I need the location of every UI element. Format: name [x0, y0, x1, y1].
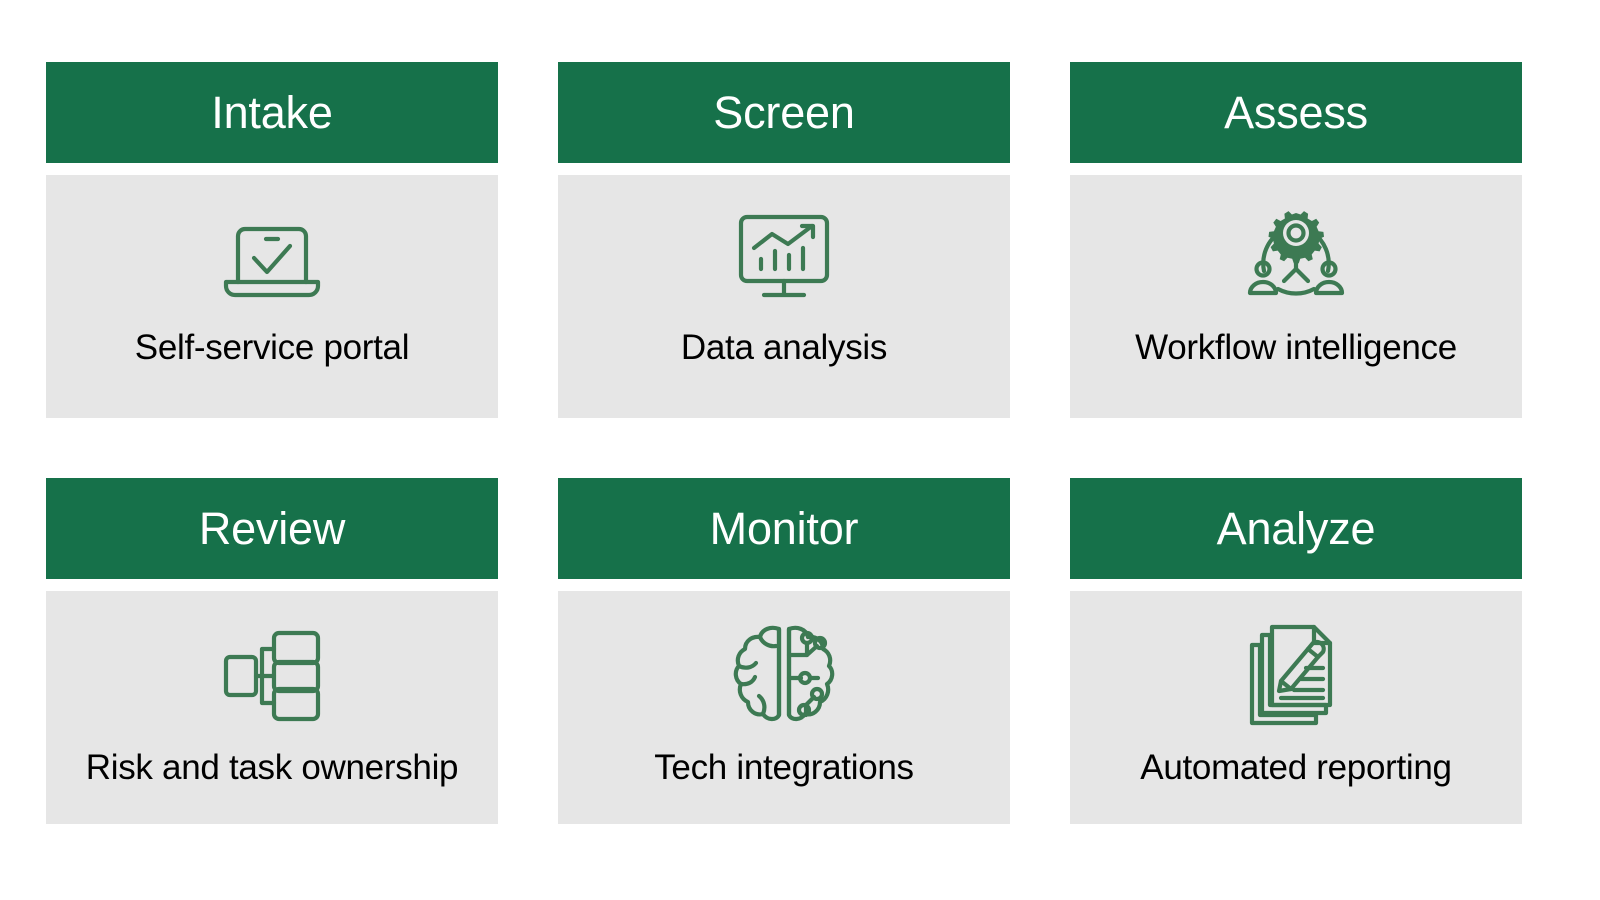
process-card-screen[interactable]: Screen [558, 62, 1010, 418]
card-caption: Data analysis [680, 328, 888, 367]
laptop-check-icon [206, 201, 338, 313]
card-header-screen: Screen [558, 62, 1010, 163]
card-divider [1070, 163, 1522, 175]
card-divider [46, 579, 498, 591]
card-header-assess: Assess [1070, 62, 1522, 163]
card-body-screen: Data analysis [558, 175, 1010, 418]
card-header-analyze: Analyze [1070, 478, 1522, 579]
card-divider [558, 579, 1010, 591]
card-title: Screen [713, 87, 855, 138]
card-caption: Automated reporting [1140, 748, 1452, 787]
card-divider [1070, 579, 1522, 591]
brain-circuit-icon [718, 619, 850, 731]
card-caption: Self-service portal [134, 328, 410, 367]
card-body-review: Risk and task ownership [46, 591, 498, 824]
monitor-chart-icon [718, 201, 850, 313]
card-body-assess: Workflow intelligence [1070, 175, 1522, 418]
card-title: Assess [1224, 87, 1368, 138]
card-caption: Tech integrations [654, 748, 914, 787]
card-caption: Workflow intelligence [1135, 328, 1457, 367]
card-title: Analyze [1216, 503, 1376, 554]
card-header-monitor: Monitor [558, 478, 1010, 579]
card-title: Intake [211, 87, 333, 138]
card-divider [558, 163, 1010, 175]
card-title: Review [198, 503, 346, 554]
card-caption: Risk and task ownership [85, 748, 459, 787]
hierarchy-branch-icon [206, 619, 338, 731]
card-body-intake: Self-service portal [46, 175, 498, 418]
card-header-intake: Intake [46, 62, 498, 163]
process-card-review[interactable]: Review [46, 478, 498, 824]
documents-pencil-icon [1230, 619, 1362, 731]
card-title: Monitor [709, 503, 859, 554]
gear-people-network-icon [1230, 201, 1362, 313]
card-divider [46, 163, 498, 175]
card-body-analyze: Automated reporting [1070, 591, 1522, 824]
process-cards-grid: Intake Self-service portal [46, 62, 1555, 824]
card-body-monitor: Tech integrations [558, 591, 1010, 824]
card-header-review: Review [46, 478, 498, 579]
process-card-intake[interactable]: Intake Self-service portal [46, 62, 498, 418]
process-card-assess[interactable]: Assess [1070, 62, 1522, 418]
process-card-analyze[interactable]: Analyze [1070, 478, 1522, 824]
process-card-monitor[interactable]: Monitor [558, 478, 1010, 824]
